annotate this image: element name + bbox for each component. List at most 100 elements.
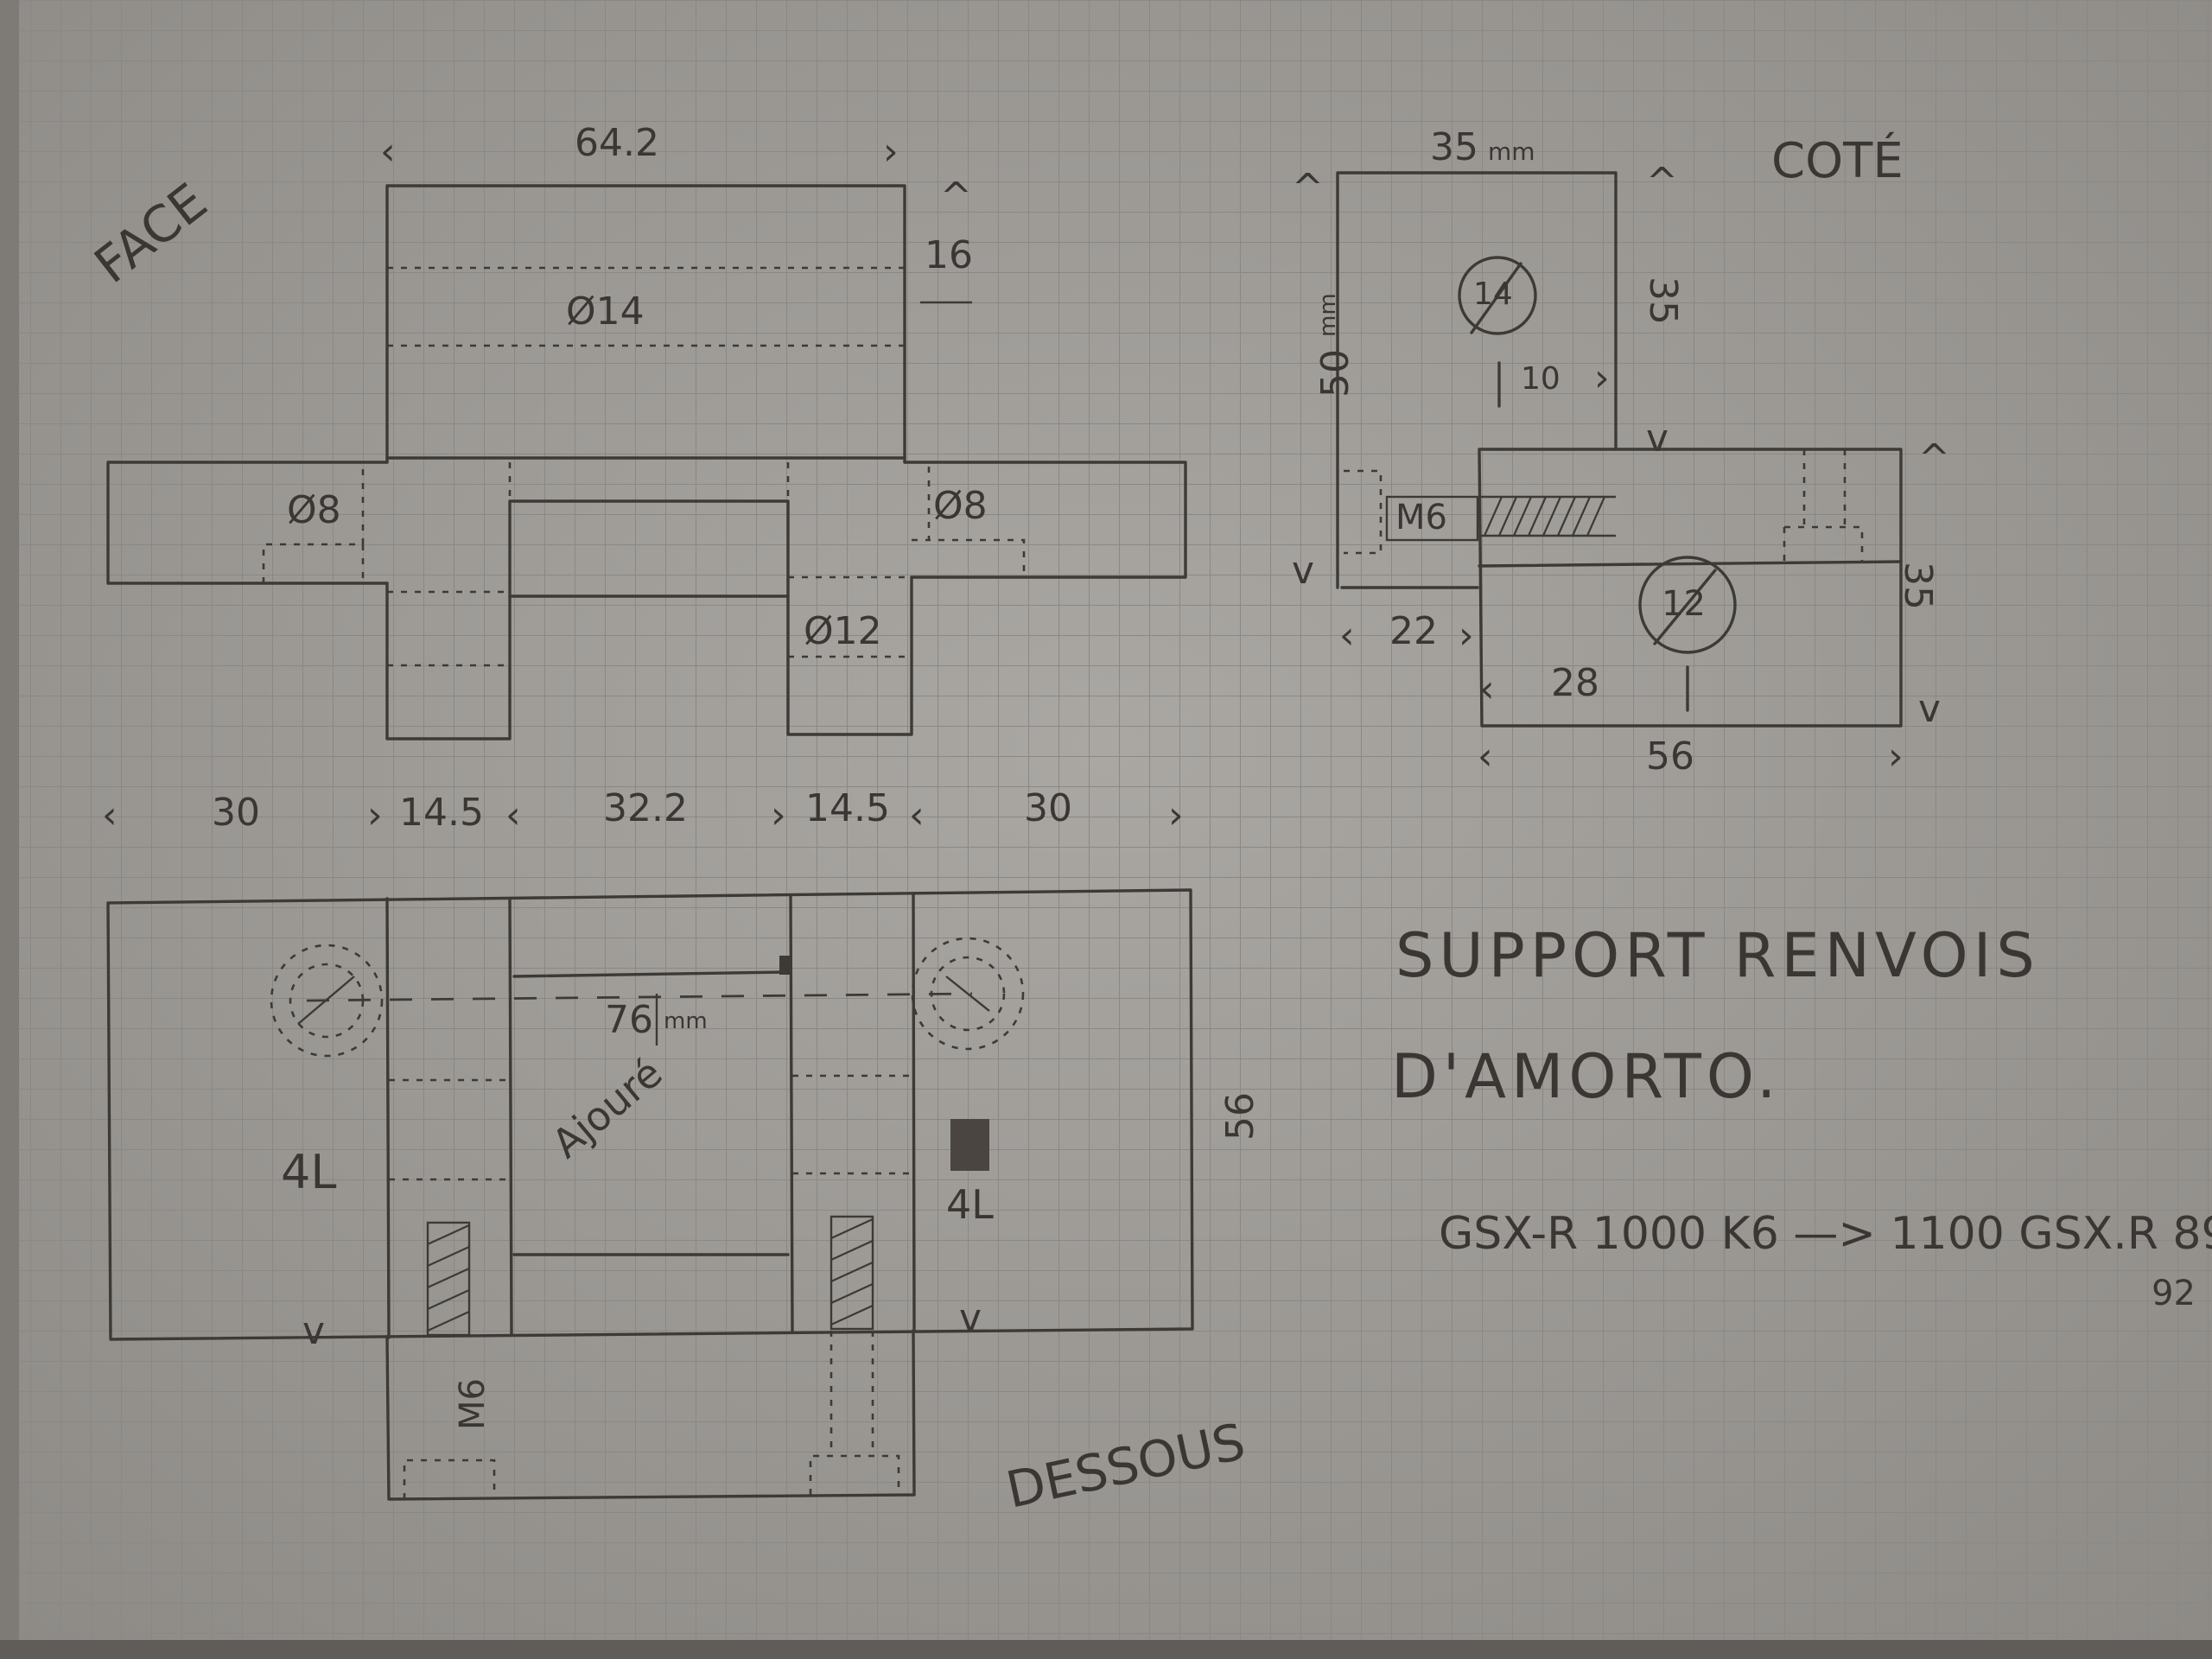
face-dim-3: 32.2	[603, 786, 688, 830]
face-hole-left-label: Ø8	[287, 488, 341, 532]
side-circle-top	[1458, 256, 1537, 335]
face-middle-band	[106, 461, 1187, 585]
title-block: SUPPORT RENVOIS D'AMORTO. GSX-R 1000 K6 …	[1391, 920, 2212, 1313]
face-height-top: 16	[925, 233, 973, 277]
dim-arrow-2: ›	[367, 793, 383, 837]
side-circle-top-label: 14	[1473, 276, 1513, 312]
face-dim-2: 14.5	[399, 791, 484, 835]
bottom-lower-hidden-right	[809, 1331, 900, 1495]
dim-arrow-left: ‹	[102, 793, 118, 837]
side-arrow-up-right: ^	[1646, 160, 1678, 204]
dim-arrow-4: ›	[771, 793, 786, 837]
side-offset-low: 28	[1551, 661, 1599, 705]
bottom-inner-dim: 76	[605, 998, 653, 1042]
bottom-vert-1	[385, 897, 391, 1339]
bottom-right-size: 4L	[946, 1181, 994, 1228]
side-height-total: 50	[1313, 349, 1357, 397]
bottom-arrow-down-right: v	[959, 1296, 982, 1340]
bottom-inner-dim-unit: mm	[664, 1008, 708, 1034]
bottom-vert-3	[789, 893, 794, 1334]
bottom-left-hole-outer	[270, 944, 384, 1058]
bottom-left-size: 4L	[281, 1145, 336, 1199]
bottom-right-thread-hatch	[830, 1215, 874, 1331]
bottom-lower-hidden-left	[403, 1459, 496, 1499]
dim-arrow-right: ›	[1168, 793, 1184, 837]
bottom-right-scribble	[950, 1119, 989, 1171]
bottom-center-axis	[306, 992, 973, 1002]
face-right-hole-hidden	[912, 467, 1026, 577]
bottom-depth: 56	[1218, 1092, 1262, 1141]
bottom-left-hole-inner	[289, 963, 365, 1039]
paper-left-edge	[0, 0, 19, 1659]
bottom-right-hole-inner	[930, 956, 1006, 1032]
side-left-hidden	[1344, 469, 1382, 555]
side-offset-top: 10	[1521, 361, 1560, 397]
face-dim-1: 30	[212, 791, 260, 835]
side-left-arrow-r: ›	[1459, 613, 1474, 658]
face-left-lug	[385, 582, 512, 741]
face-hole-right-label: Ø8	[933, 484, 988, 528]
face-right-lug	[786, 575, 913, 736]
face-dim-4: 14.5	[805, 786, 890, 830]
note-line-1: GSX-R 1000 K6 —> 1100 GSX.R 89	[1439, 1208, 2212, 1260]
face-bore-top-label: Ø14	[566, 289, 645, 334]
side-width-left: 22	[1389, 609, 1438, 653]
side-lower-arrow-down: v	[1918, 687, 1941, 731]
side-offset-arrow: ›	[1594, 356, 1610, 400]
side-left-arrow-l: ‹	[1339, 613, 1355, 658]
face-top-block	[385, 184, 906, 464]
bottom-thread-label: M6	[453, 1378, 493, 1430]
bottom-arrow-down-left: v	[302, 1309, 325, 1353]
bottom-left-thread-hatch	[426, 1221, 471, 1337]
note-line-2: 92	[2152, 1274, 2196, 1313]
side-width-top: 35	[1430, 125, 1478, 169]
side-lower-mid-line	[1478, 560, 1903, 568]
side-thread-box	[1385, 495, 1479, 542]
side-view: COTÉ 35 mm ^ ^ 35 v 50 mm v 14 10 › M6	[1292, 125, 1950, 779]
face-view: FACE Ø14 ‹ 64.2 › ^ 16 Ø12 Ø8 Ø8	[84, 121, 1187, 837]
side-width-top-unit: mm	[1488, 137, 1535, 166]
bottom-right-hole-outer	[911, 937, 1025, 1051]
side-height-lower: 35	[1896, 562, 1940, 610]
bottom-central-window	[512, 970, 790, 1256]
side-lower-arrow-up: ^	[1918, 436, 1950, 480]
side-circle-top-slash	[1470, 262, 1522, 334]
side-width-bottom: 56	[1646, 734, 1694, 779]
side-height-upper: 35	[1641, 276, 1685, 325]
side-lower-block	[1478, 448, 1903, 728]
face-left-hole-hidden	[262, 467, 365, 583]
side-bottom-arrow-l: ‹	[1478, 734, 1493, 779]
bottom-vert-4	[912, 892, 916, 1332]
side-arrow-down-left: v	[1292, 549, 1314, 593]
side-height-total-unit: mm	[1315, 293, 1341, 337]
face-central-recess	[508, 499, 790, 598]
dim-arrow-5: ‹	[909, 793, 925, 837]
label-cote: COTÉ	[1771, 133, 1904, 189]
bottom-window-mark	[779, 956, 790, 975]
side-circle-low-slash	[1653, 569, 1717, 645]
side-circle-low	[1638, 556, 1737, 654]
title-line-2: D'AMORTO.	[1391, 1041, 1781, 1112]
bottom-outer-rect	[106, 888, 1194, 1341]
bottom-left-hole-mark	[297, 976, 355, 1025]
face-arrow-left: ‹	[380, 130, 396, 174]
side-thread-hatch	[1479, 495, 1616, 537]
face-arrow-right: ›	[883, 130, 899, 174]
face-width-top: 64.2	[575, 121, 659, 165]
face-dim-5: 30	[1024, 786, 1072, 830]
side-upper-block	[1336, 171, 1618, 589]
side-bottom-arrow-r: ›	[1888, 734, 1904, 779]
side-arrow-up-left: ^	[1292, 166, 1324, 210]
face-height-arrow-up: ^	[940, 175, 972, 219]
title-line-1: SUPPORT RENVOIS	[1395, 920, 2040, 991]
side-circle-low-label: 12	[1662, 584, 1706, 624]
side-thread-label: M6	[1395, 498, 1447, 537]
face-bottom-dimensions: ‹ 30 › 14.5 ‹ 32.2 › 14.5 ‹ 30 ›	[102, 786, 1184, 837]
paper-bottom-edge	[0, 1640, 2212, 1659]
side-offset-low-arrow: ‹	[1479, 667, 1495, 711]
dim-arrow-3: ‹	[505, 793, 521, 837]
side-arrow-down-right: v	[1646, 416, 1669, 461]
bottom-vert-2	[508, 897, 513, 1337]
